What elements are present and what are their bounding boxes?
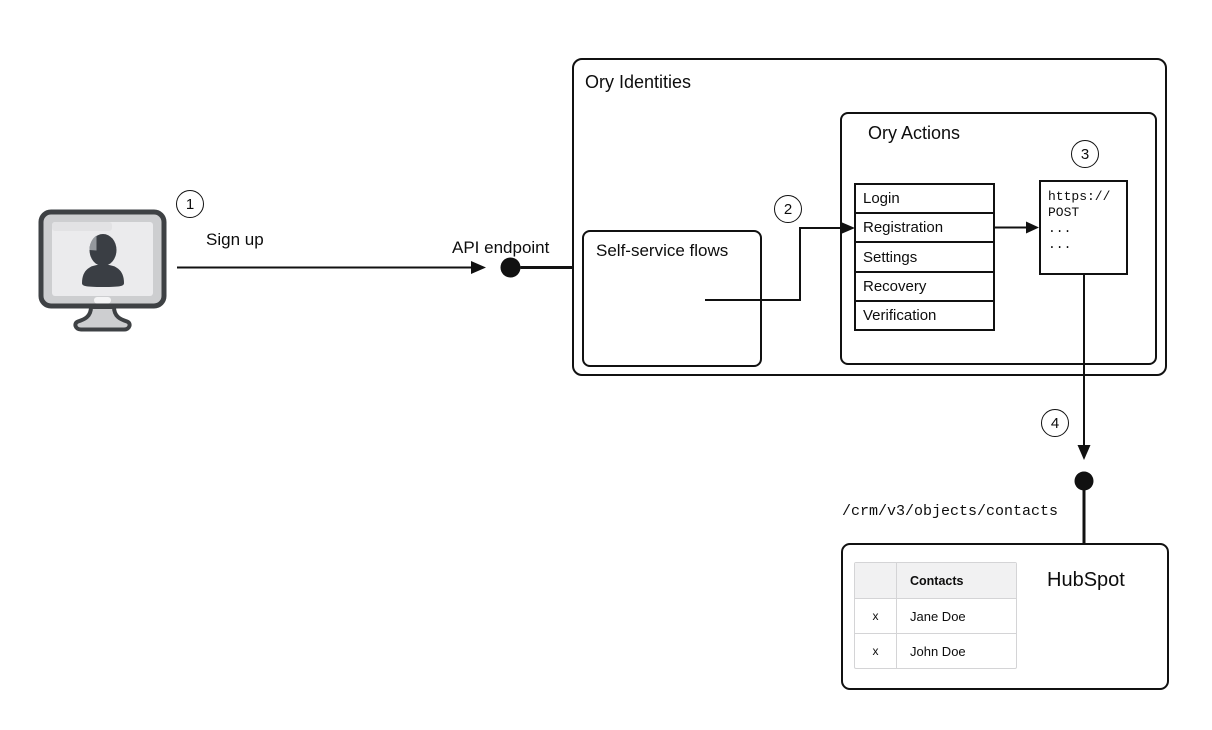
flow-row-recovery: Recovery	[856, 273, 993, 302]
monitor-button	[94, 297, 111, 304]
crm-endpoint-label: /crm/v3/objects/contacts	[842, 503, 1059, 520]
line-selfservice-to-registration	[705, 227, 841, 301]
code-line-ellipsis-2: ...	[1048, 237, 1072, 252]
ory-identities-title: Ory Identities	[585, 72, 692, 92]
code-line-ellipsis-1: ...	[1048, 221, 1072, 236]
flow-list: Login Registration Settings Recovery Ver…	[854, 183, 995, 331]
contacts-row-1: x Jane Doe	[855, 598, 1016, 633]
arrowhead-registration	[841, 222, 855, 234]
monitor-stand	[73, 305, 132, 332]
code-line-url: https://	[1048, 189, 1111, 204]
flow-row-verification: Verification	[863, 306, 937, 324]
arrowhead-webhook	[1026, 221, 1039, 234]
self-service-flows-title: Self-service flows	[596, 241, 729, 260]
step-badge-2: 2	[774, 195, 802, 223]
flow-row-registration: Registration	[856, 214, 993, 244]
ory-actions-box	[840, 112, 1157, 365]
step-badge-3: 3	[1071, 140, 1099, 168]
contacts-row-1-mark: x	[855, 599, 897, 633]
arrowhead-signup	[471, 261, 486, 274]
code-line-method: POST	[1048, 205, 1080, 220]
arrowhead-down	[1077, 445, 1091, 460]
contacts-row-2: x John Doe	[855, 633, 1016, 668]
flow-row-login: Login	[856, 185, 993, 215]
contacts-row-2-name: John Doe	[910, 643, 966, 659]
user-shoulders	[82, 264, 124, 287]
step-badge-4: 4	[1041, 409, 1069, 437]
api-endpoint-dot	[500, 257, 521, 278]
flow-row-settings: Settings	[856, 243, 993, 273]
screen-glare	[52, 222, 112, 231]
user-on-monitor-icon	[38, 209, 167, 332]
contacts-row-1-name: Jane Doe	[910, 608, 966, 624]
hubspot-title: HubSpot	[1047, 569, 1125, 591]
contacts-header-corner	[855, 563, 897, 598]
contacts-table-header-row: Contacts	[855, 563, 1016, 598]
step-badge-1: 1	[176, 190, 204, 218]
crm-endpoint-dot	[1074, 471, 1094, 491]
webhook-code-box: https:// POST ... ...	[1039, 180, 1128, 275]
self-service-flows-box	[582, 230, 762, 367]
ory-actions-title: Ory Actions	[868, 123, 961, 143]
api-endpoint-label: API endpoint	[452, 238, 550, 257]
contacts-table: Contacts x Jane Doe x John Doe	[854, 562, 1017, 669]
contacts-row-2-mark: x	[855, 634, 897, 668]
sign-up-label: Sign up	[206, 230, 264, 249]
user-head-highlight	[89, 235, 97, 251]
ory-identities-box	[572, 58, 1167, 376]
contacts-header-label: Contacts	[910, 573, 964, 588]
